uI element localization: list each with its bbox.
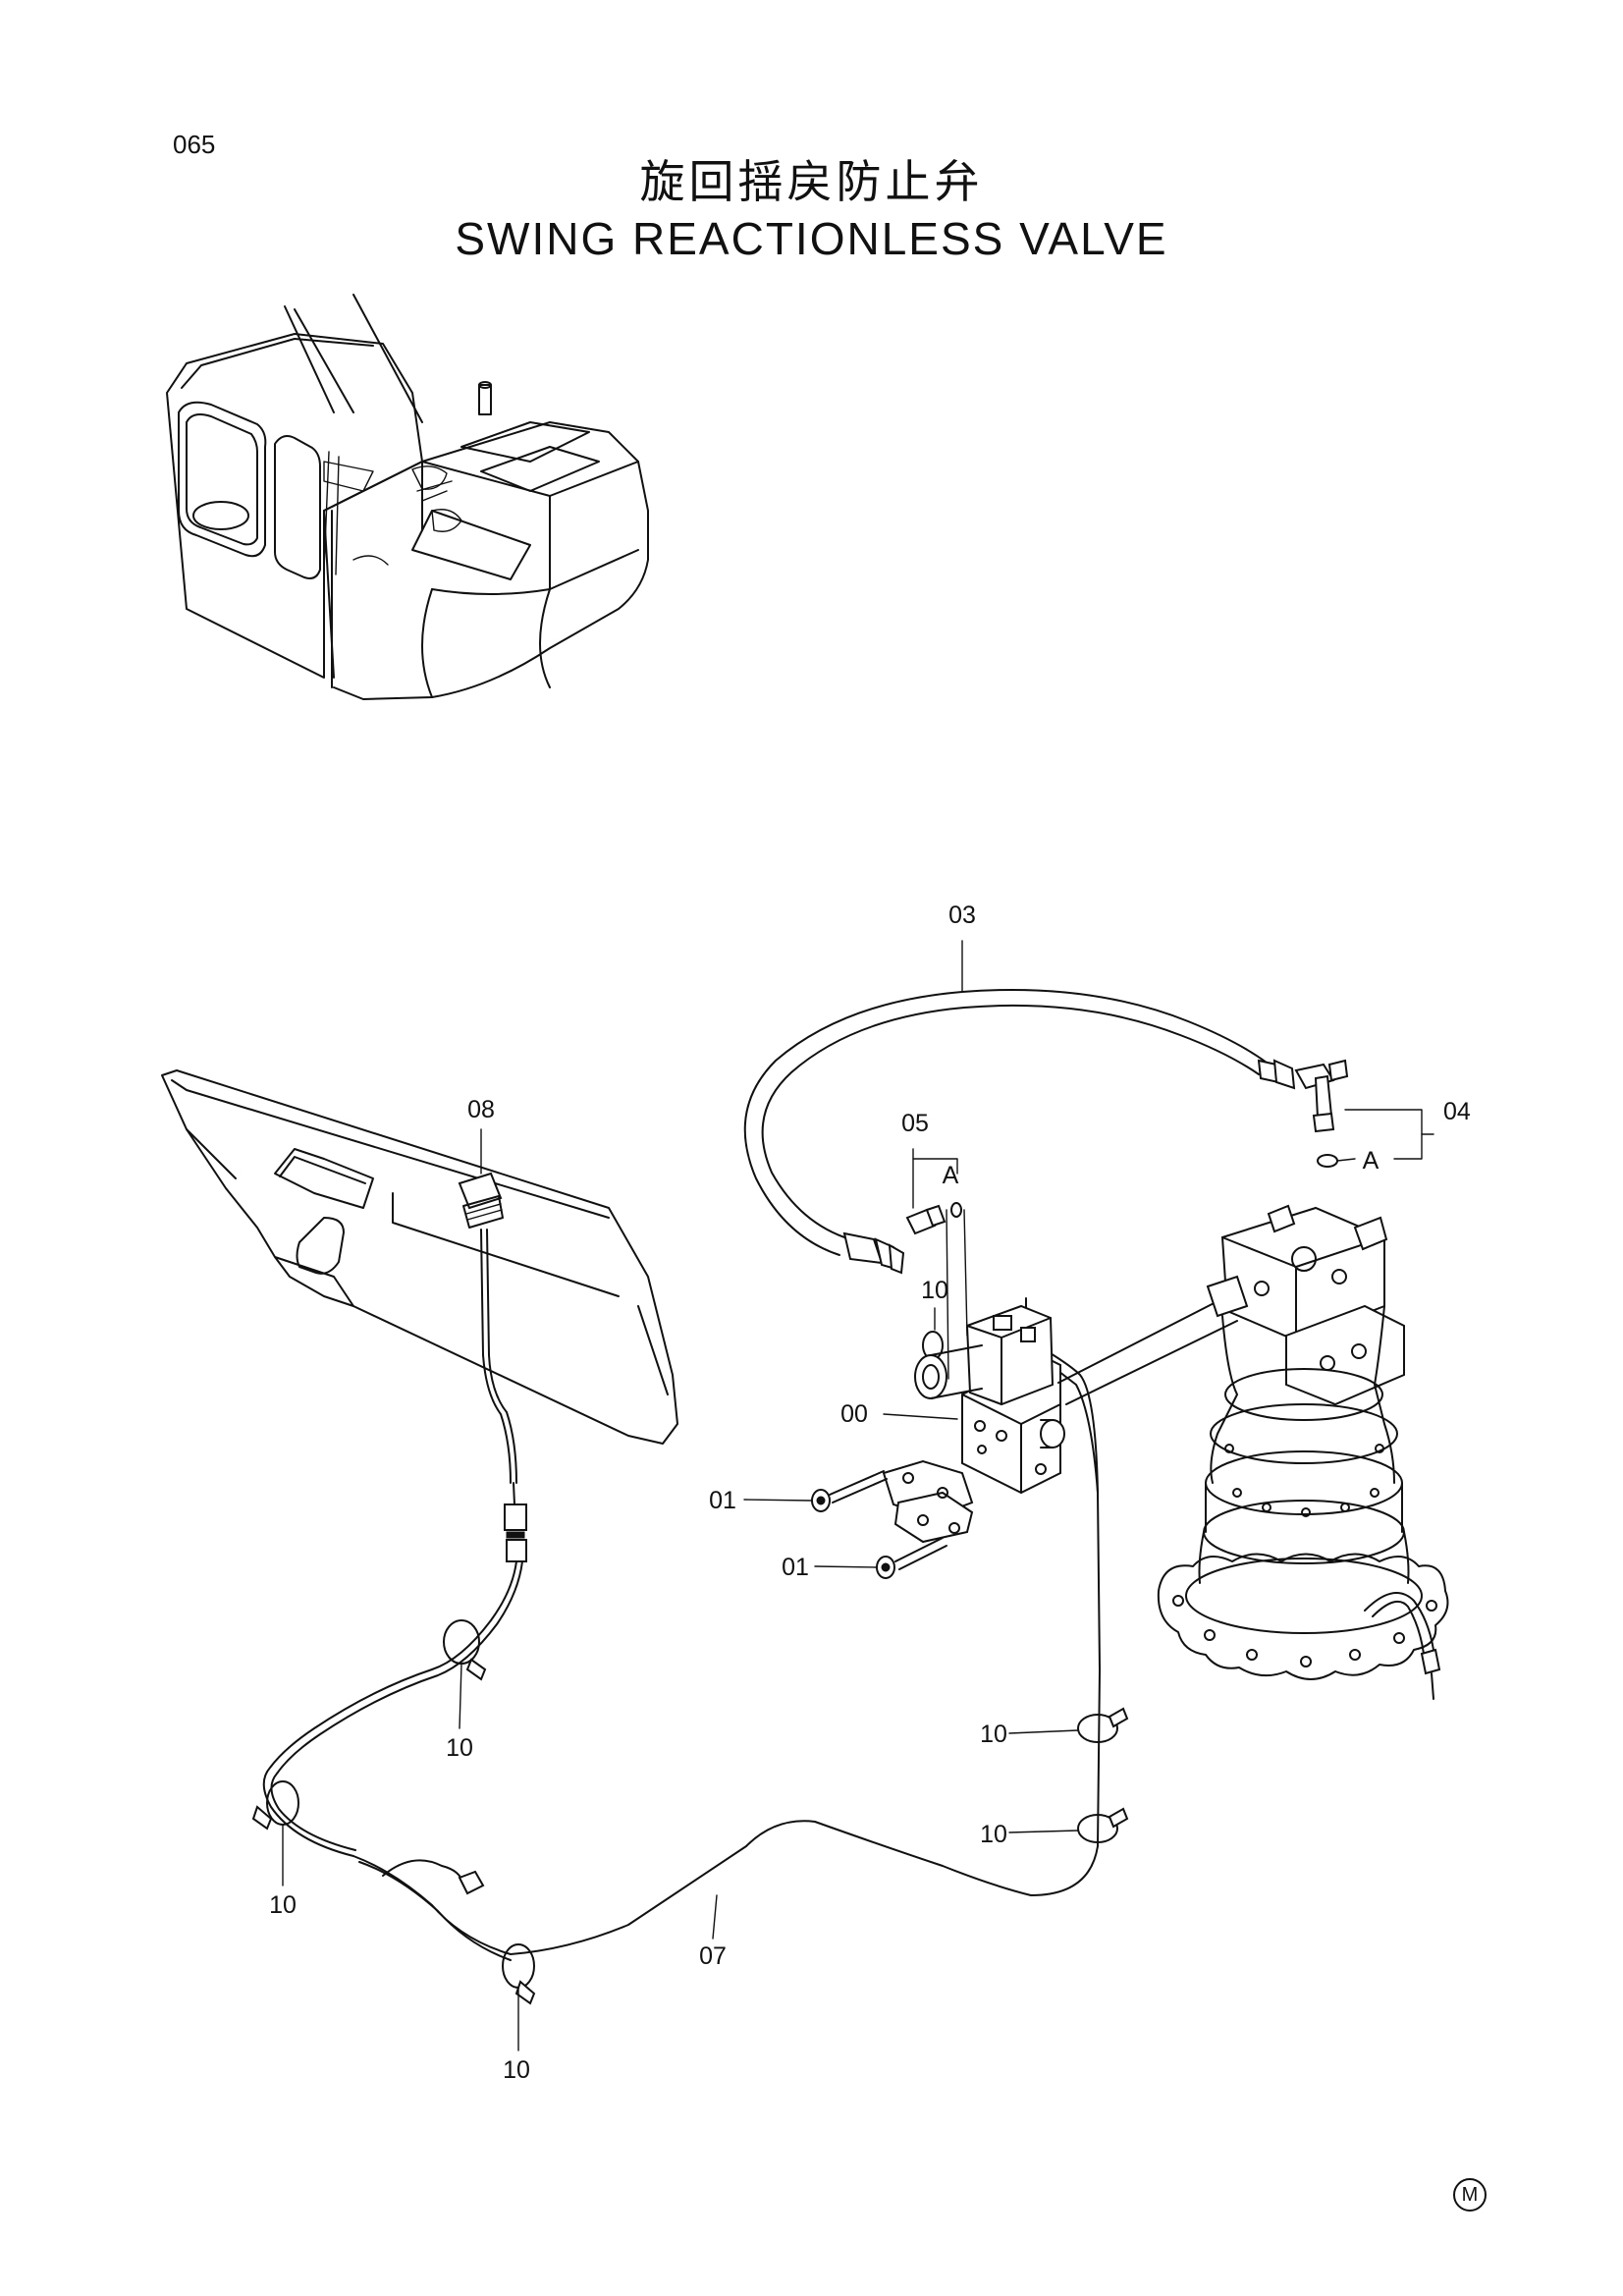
bolt-lower-01: [876, 1537, 947, 1579]
callout-a-left: A: [943, 1162, 959, 1189]
callout-10-valve: 10: [921, 1277, 948, 1304]
callout-03: 03: [948, 902, 976, 929]
callout-10-e: 10: [980, 1821, 1007, 1848]
swing-motor: [1157, 1204, 1449, 1700]
leader-lines: [282, 940, 1434, 2051]
title-japanese: 旋回揺戻防止弁: [639, 155, 984, 208]
callout-10-a: 10: [446, 1734, 473, 1762]
callout-04: 04: [1443, 1098, 1471, 1125]
callout-10-c: 10: [503, 2056, 530, 2084]
harness-connector-08: [458, 1172, 503, 1210]
page-number: 065: [173, 130, 216, 159]
callout-01-lower: 01: [782, 1554, 809, 1581]
clamp-e: [1077, 1807, 1129, 1843]
title-english: SWING REACTIONLESS VALVE: [455, 213, 1168, 264]
clamps: [251, 1331, 1129, 2005]
pipe-to-motor: [1057, 1295, 1228, 1384]
valve-assembly-00: [882, 1209, 1065, 1544]
fitting-05: [905, 1202, 962, 1235]
clamp-d: [1077, 1707, 1129, 1743]
bolt-upper-01: [811, 1470, 888, 1512]
callout-08: 08: [467, 1096, 495, 1123]
callout-a-right: A: [1363, 1147, 1380, 1175]
hose-03: [743, 989, 1296, 1275]
callout-10-d: 10: [980, 1721, 1007, 1748]
excavator-overview-illustration: [166, 294, 649, 700]
callout-10-b: 10: [269, 1891, 297, 1919]
harness-07: [262, 1172, 1101, 1961]
callout-00: 00: [840, 1400, 868, 1428]
callout-05: 05: [901, 1110, 929, 1137]
model-mark: M: [1453, 2178, 1487, 2212]
fitting-04: [1294, 1059, 1349, 1168]
callout-07: 07: [699, 1942, 727, 1970]
inline-connector: [504, 1503, 527, 1531]
callout-01-upper: 01: [709, 1487, 736, 1514]
upper-frame-panel: [161, 1069, 678, 1445]
